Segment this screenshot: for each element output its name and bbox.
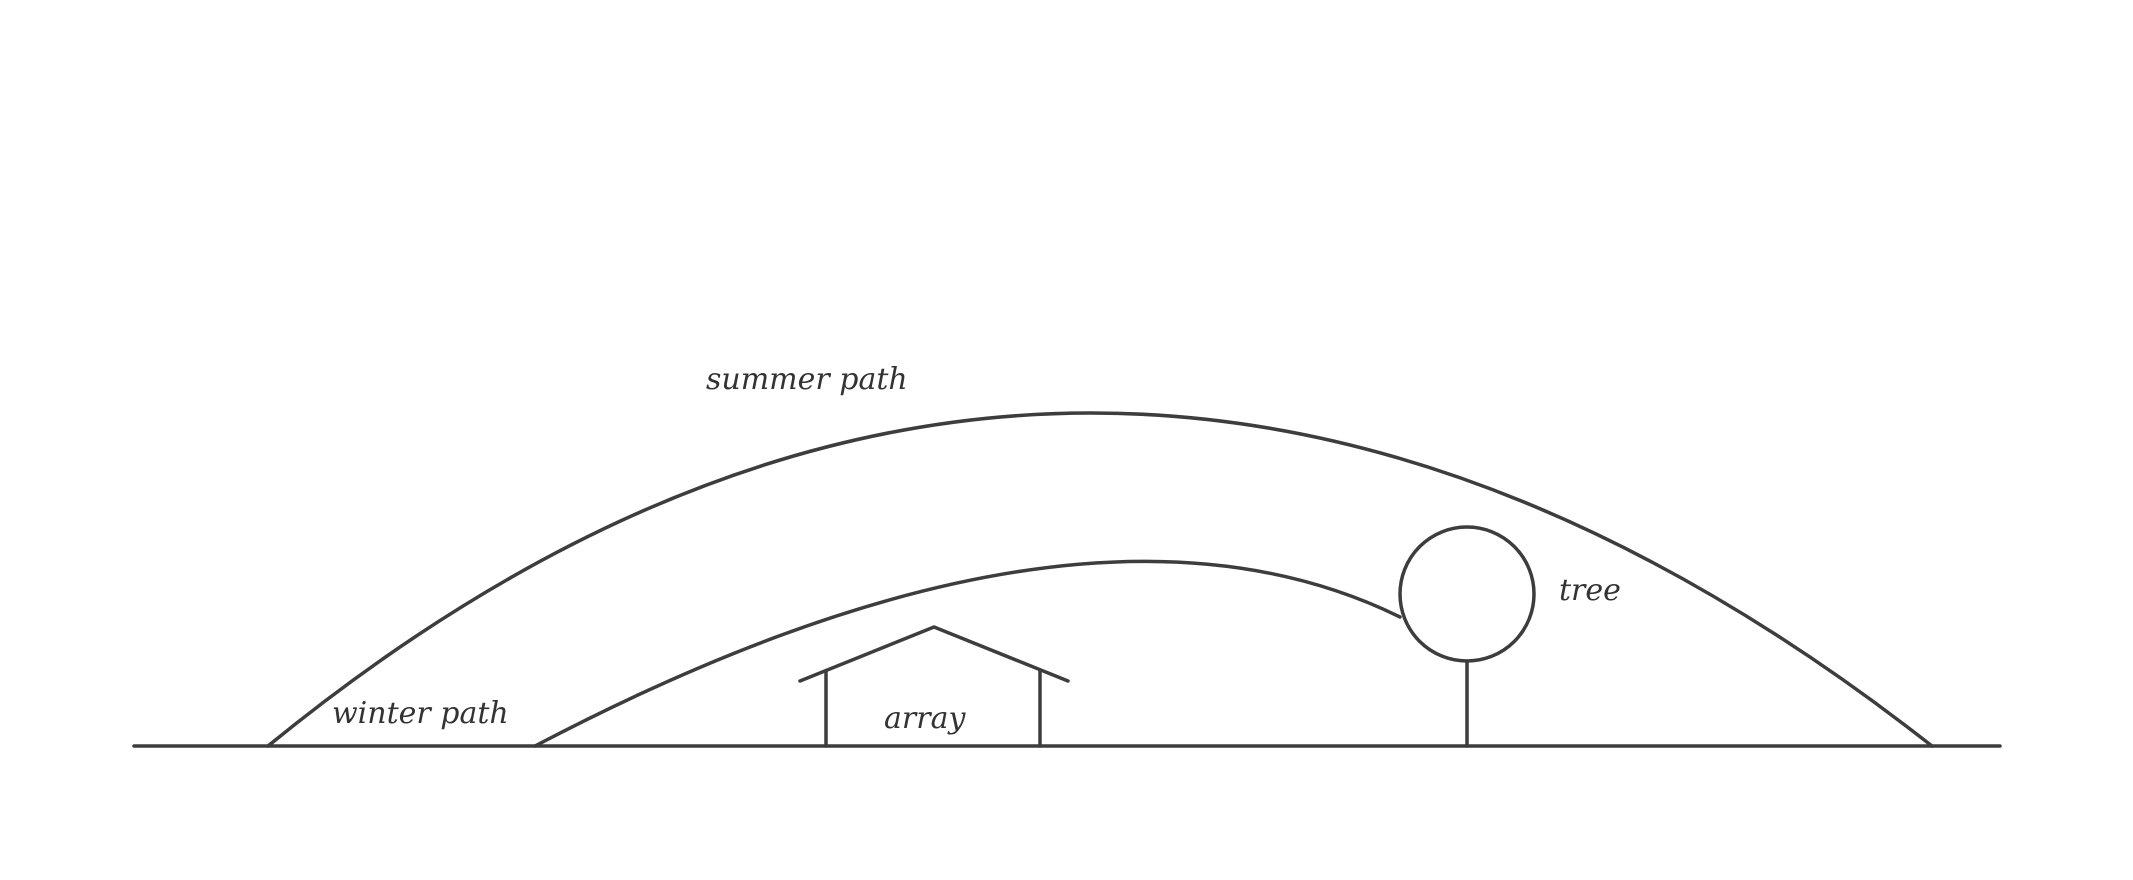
winter-path-label: winter path bbox=[332, 696, 509, 731]
tree bbox=[1398, 525, 1536, 748]
winter-path-arc bbox=[533, 559, 1402, 748]
array-label: array bbox=[884, 701, 966, 736]
array-structure bbox=[798, 625, 1070, 748]
tree-label: tree bbox=[1559, 573, 1621, 608]
summer-path-label: summer path bbox=[706, 362, 908, 397]
summer-path-arc bbox=[266, 411, 1934, 748]
array-roof bbox=[798, 625, 1070, 683]
tree-canopy bbox=[1398, 525, 1536, 663]
